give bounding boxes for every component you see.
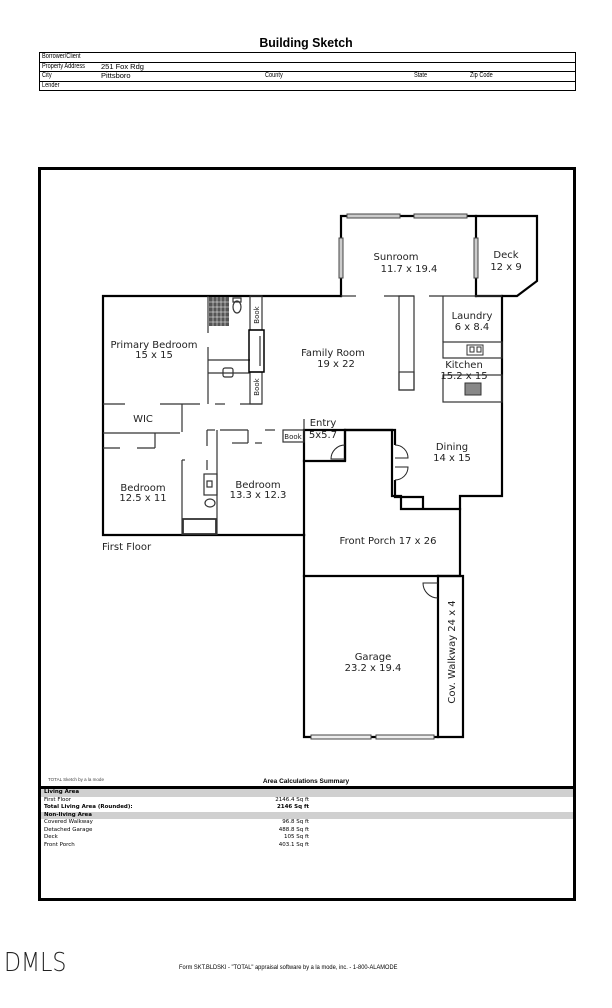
wic-name: WIC (133, 414, 153, 425)
bookshelf-label: Book (284, 433, 302, 441)
primary-bedroom-dims: 15 x 15 (135, 350, 173, 361)
lender-row: Lender (40, 82, 575, 91)
sketch-frame (38, 167, 576, 901)
dining-dims: 14 x 15 (433, 453, 471, 464)
zip-label: Zip Code (470, 72, 493, 79)
sketch-credit: TOTAL Sketch by a la mode (48, 777, 104, 782)
total-living-row: Total Living Area (Rounded): 2146 Sq ft (44, 804, 309, 810)
summary-divider (41, 786, 573, 789)
deck-walls (474, 214, 539, 298)
summary-row: Detached Garage 488.8 Sq ft (44, 826, 309, 833)
sunroom-name: Sunroom (374, 252, 419, 263)
bedroom-1-dims: 12.5 x 11 (119, 493, 166, 504)
form-footer: Form SKT.BLDSKI - "TOTAL" appraisal soft… (179, 964, 398, 971)
city-value: Pittsboro (101, 71, 131, 80)
county-label: County (265, 72, 283, 79)
garage-dims: 23.2 x 19.4 (345, 663, 402, 674)
sunroom-dims: 11.7 x 19.4 (381, 264, 438, 275)
house-left-walls (101, 294, 343, 537)
garage-name: Garage (355, 652, 392, 663)
summary-row: Covered Walkway 96.8 Sq ft (44, 819, 309, 825)
address-row: Property Address 251 Fox Rdg (40, 61, 575, 72)
lender-label: Lender (42, 81, 60, 89)
entry-dims: 5x5.7 (309, 430, 337, 441)
summary-title: Area Calculations Summary (262, 778, 350, 785)
nonliving-area-header: Non-living Area (41, 811, 573, 819)
front-porch-label: Front Porch 17 x 26 (340, 536, 437, 547)
living-area-header: Living Area (41, 789, 573, 797)
walkway-label: Cov. Walkway 24 x 4 (447, 600, 458, 703)
bookshelf-label: Book (253, 305, 261, 323)
state-label: State (414, 72, 428, 79)
stove-icon (464, 382, 482, 396)
city-row: City Pittsboro County State Zip Code (40, 71, 575, 82)
bedroom-2-name: Bedroom (235, 480, 280, 491)
family-room-name: Family Room (301, 348, 365, 359)
kitchen-dims: 15.2 x 15 (440, 371, 487, 382)
borrower-row: Borrower/Client (40, 53, 575, 63)
sink-icon (466, 344, 484, 356)
laundry-name: Laundry (452, 311, 493, 322)
address-value: 251 Fox Rdg (101, 61, 144, 71)
laundry-dims: 6 x 8.4 (455, 322, 490, 333)
shower-tiles (209, 297, 229, 326)
summary-row: First Floor 2146.4 Sq ft (44, 796, 309, 803)
dmls-logo: DMLS (4, 948, 67, 978)
area-summary: Living Area First Floor 2146.4 Sq ft Tot… (41, 789, 573, 849)
dining-name: Dining (436, 442, 468, 453)
borrower-label: Borrower/Client (42, 53, 81, 60)
address-label: Property Address (42, 62, 85, 70)
walkway-walls (436, 574, 465, 739)
page-title: Building Sketch (259, 35, 353, 50)
bookshelf-label: Book (253, 377, 261, 395)
summary-row: Deck 105 Sq ft (44, 834, 309, 840)
property-info-table: Borrower/Client Property Address 251 Fox… (39, 52, 576, 91)
family-room-dims: 19 x 22 (317, 359, 355, 370)
bedroom-2-dims: 13.3 x 12.3 (230, 490, 287, 501)
deck-name: Deck (493, 250, 518, 261)
summary-row: Front Porch 403.1 Sq ft (44, 841, 309, 848)
kitchen-name: Kitchen (445, 360, 483, 371)
primary-bedroom-name: Primary Bedroom (110, 340, 197, 351)
floor-label: First Floor (102, 542, 152, 553)
city-label: City (42, 72, 52, 79)
entry-name: Entry (310, 418, 337, 429)
deck-dims: 12 x 9 (490, 262, 521, 273)
bedroom-1-name: Bedroom (120, 483, 165, 494)
front-porch-walls (302, 507, 462, 578)
